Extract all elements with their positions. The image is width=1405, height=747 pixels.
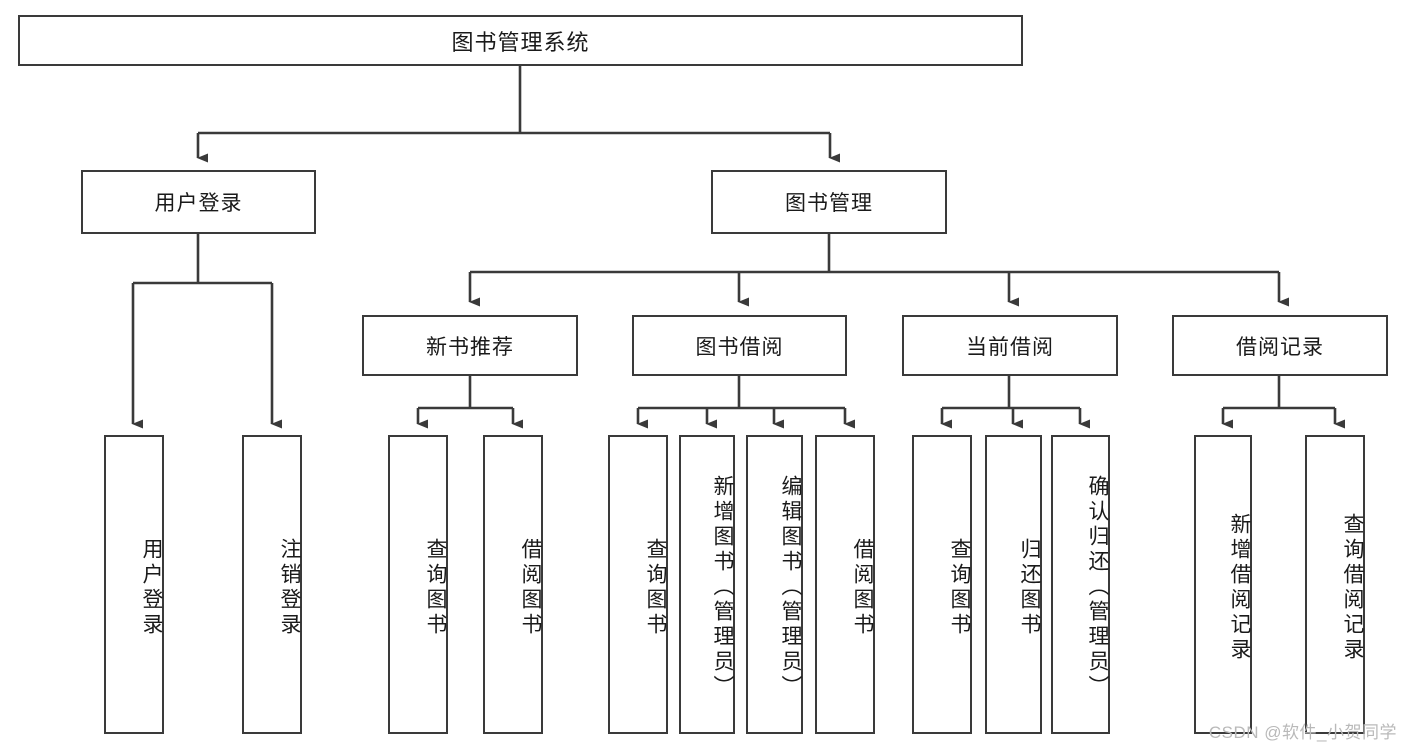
node-borrow-record[interactable]: 借阅记录 (1172, 315, 1388, 376)
leaf-query-borrow-record[interactable]: 查询借阅记录 (1305, 435, 1365, 734)
leaf-user-login[interactable]: 用户登录 (104, 435, 164, 734)
node-book-management[interactable]: 图书管理 (711, 170, 947, 234)
leaf-query-book-recommend[interactable]: 查询图书 (388, 435, 448, 734)
leaf-edit-book-admin[interactable]: 编辑图书（管理员） (746, 435, 803, 734)
node-user-login[interactable]: 用户登录 (81, 170, 316, 234)
node-current-borrow[interactable]: 当前借阅 (902, 315, 1118, 376)
node-new-book-recommend[interactable]: 新书推荐 (362, 315, 578, 376)
node-book-borrow[interactable]: 图书借阅 (632, 315, 847, 376)
leaf-logout[interactable]: 注销登录 (242, 435, 302, 734)
leaf-add-book-admin[interactable]: 新增图书（管理员） (679, 435, 735, 734)
leaf-borrow-book[interactable]: 借阅图书 (815, 435, 875, 734)
node-root[interactable]: 图书管理系统 (18, 15, 1023, 66)
leaf-query-book[interactable]: 查询图书 (608, 435, 668, 734)
connectors (131, 66, 1345, 429)
leaf-return-book[interactable]: 归还图书 (985, 435, 1042, 734)
leaf-confirm-return-admin[interactable]: 确认归还（管理员） (1051, 435, 1110, 734)
leaf-query-book-current[interactable]: 查询图书 (912, 435, 972, 734)
leaf-borrow-book-recommend[interactable]: 借阅图书 (483, 435, 543, 734)
watermark: CSDN @软件_小贺同学 (1208, 723, 1397, 742)
leaf-add-borrow-record[interactable]: 新增借阅记录 (1194, 435, 1252, 734)
